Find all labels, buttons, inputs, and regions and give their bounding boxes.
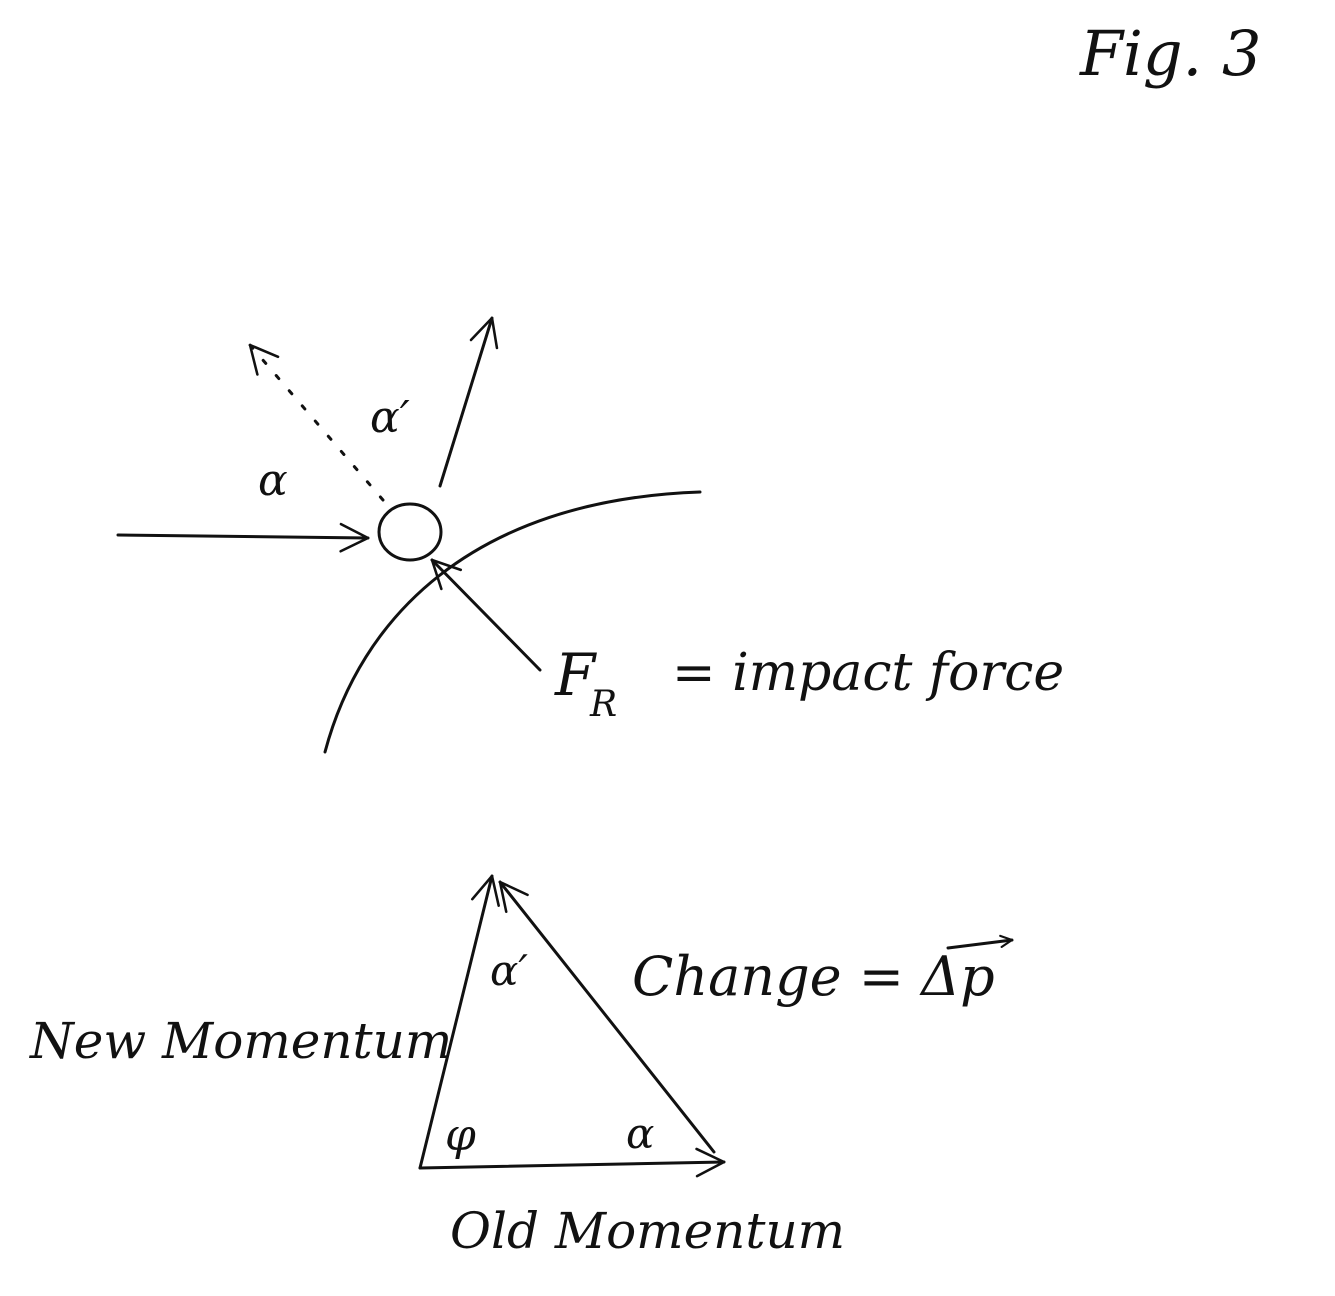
left-angle-label: φ	[445, 1110, 476, 1161]
new-momentum-arrow	[418, 874, 500, 1170]
force-symbol: F	[554, 641, 597, 709]
right-angle-label: α	[626, 1109, 654, 1158]
wall-curve	[323, 490, 702, 754]
collision-diagram: α α′ F R = impact force	[116, 316, 1064, 754]
figure-label: Fig. 3	[1079, 17, 1261, 90]
change-arrow	[498, 880, 716, 1154]
outgoing-arrow	[438, 316, 499, 488]
normal-dashed-arrow	[248, 343, 385, 502]
force-description: = impact force	[672, 643, 1064, 703]
particle-circle	[377, 502, 443, 562]
apex-angle-label: α′	[490, 946, 528, 995]
old-momentum-label: Old Momentum	[450, 1202, 845, 1260]
momentum-triangle: α′ φ α New Momentum Old Momentum Change …	[29, 874, 1014, 1260]
delta-p-vector-arrow-icon	[946, 934, 1014, 950]
change-label: Change = Δp	[632, 945, 995, 1008]
old-momentum-arrow	[418, 1147, 726, 1178]
outgoing-angle-label: α′	[370, 392, 410, 443]
incoming-arrow	[116, 522, 370, 553]
new-momentum-label: New Momentum	[29, 1012, 452, 1070]
force-subscript: R	[589, 684, 617, 725]
incoming-angle-label: α	[258, 455, 288, 506]
impact-force-arrow	[430, 558, 542, 672]
